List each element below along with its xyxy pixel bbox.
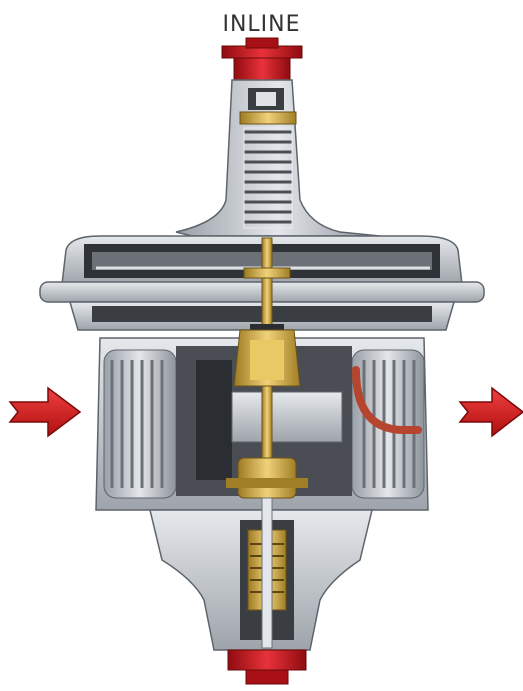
- bottom-red-cap: [227, 649, 307, 685]
- diagram-title: INLINE: [222, 12, 301, 37]
- spring-bonnet: [175, 79, 381, 237]
- lower-housing: [149, 497, 373, 651]
- regulator-spring: [239, 111, 297, 229]
- flow-out-arrow-icon: [458, 386, 523, 438]
- diaphragm-case: [39, 235, 485, 331]
- top-red-cap: [221, 37, 303, 81]
- flow-in-arrow-icon: [8, 386, 82, 438]
